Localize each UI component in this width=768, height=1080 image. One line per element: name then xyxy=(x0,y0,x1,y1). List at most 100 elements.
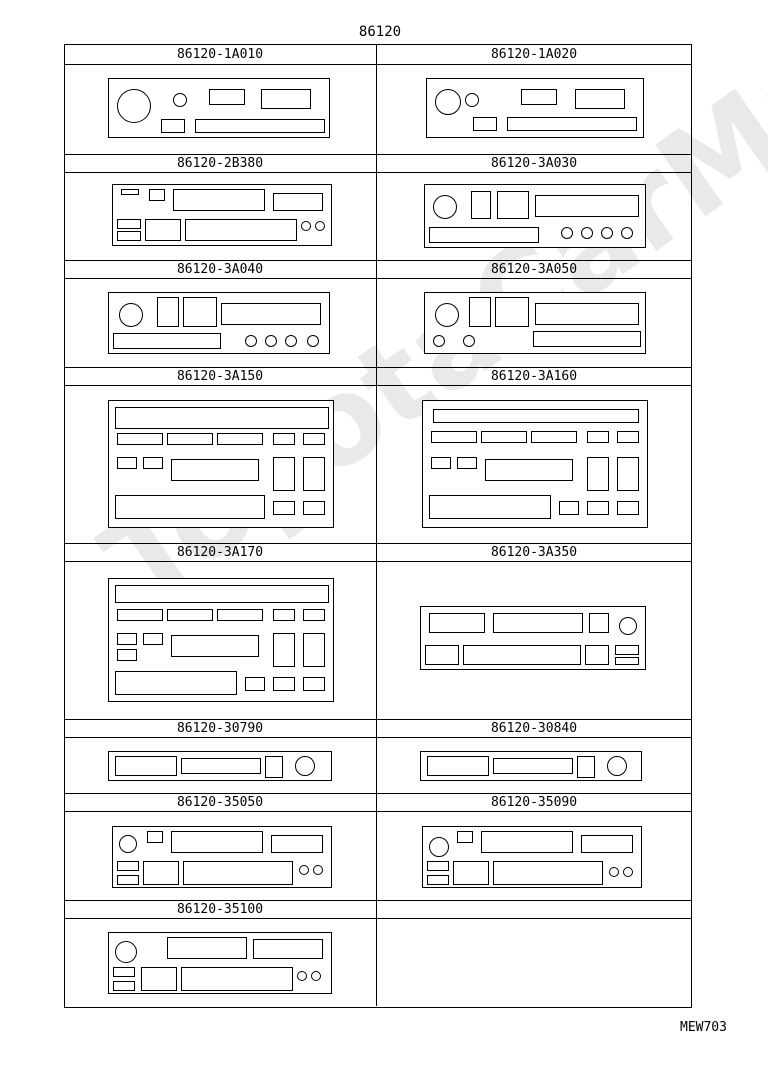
cd-button-icon xyxy=(559,501,579,515)
tune-rocker-icon xyxy=(495,297,529,327)
knob-icon xyxy=(581,227,593,239)
volume-knob-icon xyxy=(607,756,627,776)
button-icon xyxy=(427,875,449,885)
am-fm-button-icon xyxy=(303,677,325,691)
knob-icon xyxy=(433,335,445,347)
preset-button-icon xyxy=(463,645,581,665)
knob-icon xyxy=(313,865,323,875)
tune-rocker-icon xyxy=(453,861,489,885)
knob-icon xyxy=(463,335,475,347)
radio-unit-drawing xyxy=(424,292,646,354)
tape-slot xyxy=(221,303,321,325)
tune-rocker-icon xyxy=(521,89,557,105)
preset-button-icon xyxy=(493,861,603,885)
volume-knob-icon xyxy=(119,835,137,853)
volume-knob-icon xyxy=(117,89,151,123)
radio-unit-drawing xyxy=(108,932,332,994)
radio-unit-drawing xyxy=(108,78,330,138)
button-icon xyxy=(113,981,135,991)
button-icon xyxy=(587,431,609,443)
tune-rocker-icon xyxy=(577,756,595,778)
tune-rocker-icon xyxy=(265,756,283,778)
part-number-label: 86120-3A030 xyxy=(490,156,578,171)
button-icon xyxy=(117,457,137,469)
radio-unit-drawing xyxy=(422,826,642,888)
tape-slot xyxy=(167,937,247,959)
part-number-label: 86120-2B380 xyxy=(176,156,264,171)
button-icon xyxy=(431,457,451,469)
volume-knob-icon xyxy=(435,89,461,115)
row-rule xyxy=(64,64,691,65)
button-icon xyxy=(425,645,459,665)
volume-rocker-icon xyxy=(303,457,325,491)
tape-slot xyxy=(171,831,263,853)
tune-knob-icon xyxy=(465,93,479,107)
preset-button-icon xyxy=(431,431,477,443)
part-number-label: 86120-1A010 xyxy=(176,47,264,62)
knob-icon xyxy=(307,335,319,347)
part-number-label: 86120-3A050 xyxy=(490,262,578,277)
display-window xyxy=(115,585,329,603)
display-window xyxy=(115,495,265,519)
tape-slot xyxy=(535,195,639,217)
tune-knob-icon xyxy=(173,93,187,107)
knob-icon xyxy=(311,971,321,981)
button-icon xyxy=(149,189,165,201)
volume-knob-icon xyxy=(119,303,143,327)
button-icon xyxy=(457,831,473,843)
tune-rocker-icon xyxy=(209,89,245,105)
preset-button-icon xyxy=(493,758,573,774)
part-number-label: 86120-35090 xyxy=(490,795,578,810)
tune-rocker-icon xyxy=(183,297,217,327)
am-fm-button-icon xyxy=(617,501,639,515)
volume-rocker-icon xyxy=(617,457,639,491)
tape-slot xyxy=(535,303,639,325)
radio-unit-drawing xyxy=(108,751,332,781)
preset-button-icon xyxy=(533,331,641,347)
button-icon xyxy=(617,431,639,443)
preset-button-icon xyxy=(167,609,213,621)
button-icon xyxy=(303,433,325,445)
button-icon xyxy=(157,297,179,327)
button-icon xyxy=(471,191,491,219)
row-rule xyxy=(64,278,691,279)
radio-unit-drawing xyxy=(426,78,644,138)
row-rule xyxy=(64,154,691,155)
display-window xyxy=(429,495,551,519)
preset-button-icon xyxy=(531,431,577,443)
button-icon xyxy=(143,457,163,469)
tape-button-icon xyxy=(615,657,639,665)
part-number-label: 86120-3A150 xyxy=(176,369,264,384)
display-window xyxy=(581,835,633,853)
tape-button-icon xyxy=(273,501,295,515)
row-rule xyxy=(64,260,691,261)
knob-icon xyxy=(623,867,633,877)
radio-unit-drawing xyxy=(112,184,332,246)
knob-icon xyxy=(285,335,297,347)
diagram-title: 86120 xyxy=(358,24,402,40)
button-icon xyxy=(457,457,477,469)
preset-button-icon xyxy=(183,861,293,885)
button-icon xyxy=(143,633,163,645)
part-number-label: 86120-3A040 xyxy=(176,262,264,277)
row-rule xyxy=(64,918,691,919)
center-divider xyxy=(376,44,377,1006)
button-icon xyxy=(117,219,141,229)
tape-slot xyxy=(493,613,583,633)
part-number-label: 86120-3A350 xyxy=(490,545,578,560)
preset-button-icon xyxy=(217,433,263,445)
preset-button-icon xyxy=(195,119,325,133)
tune-rocker-icon xyxy=(273,457,295,491)
tape-slot xyxy=(173,189,265,211)
tape-slot xyxy=(485,459,573,481)
volume-knob-icon xyxy=(433,195,457,219)
button-icon xyxy=(117,861,139,871)
tune-rocker-icon xyxy=(587,457,609,491)
radio-unit-drawing xyxy=(424,184,646,248)
part-number-label: 86120-3A160 xyxy=(490,369,578,384)
tune-rocker-icon xyxy=(145,219,181,241)
preset-button-icon xyxy=(429,227,539,243)
display-window xyxy=(273,193,323,211)
preset-button-icon xyxy=(167,433,213,445)
